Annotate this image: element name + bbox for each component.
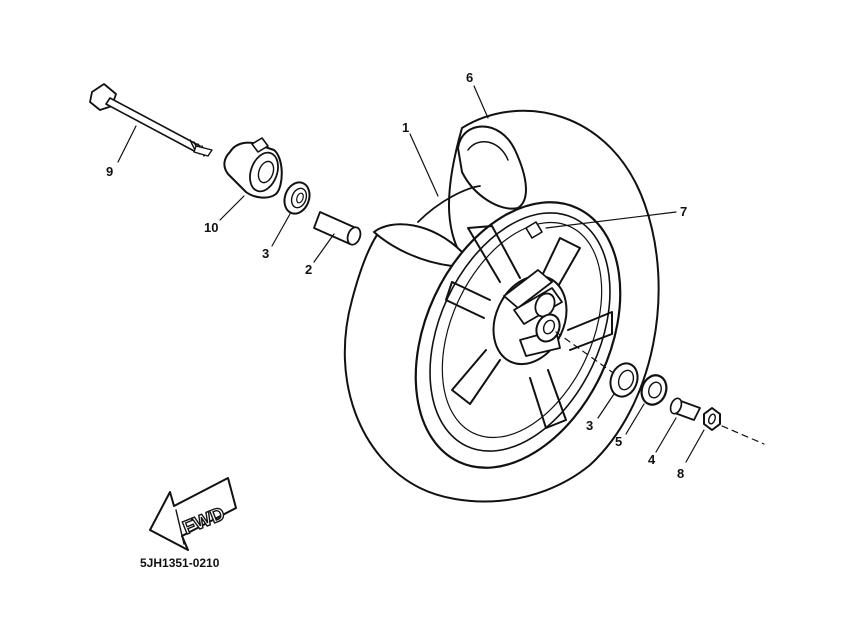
diagram-part-number: 5JH1351-0210 <box>140 556 220 570</box>
callout-5: 5 <box>615 434 622 449</box>
callout-2: 2 <box>305 262 312 277</box>
leader-lines <box>117 85 705 463</box>
fwd-arrow: FWD <box>149 477 237 551</box>
bearing-right <box>609 362 639 398</box>
collar-right <box>669 397 701 421</box>
axle-bolt <box>89 83 213 157</box>
callout-labels: 1 2 3 3 4 5 6 7 8 9 10 <box>106 70 687 481</box>
gear-unit <box>223 137 283 199</box>
callout-9: 9 <box>106 164 113 179</box>
collar-left <box>313 211 362 246</box>
wheel-rim <box>414 185 622 469</box>
callout-4: 4 <box>648 452 656 467</box>
callout-3-left: 3 <box>262 246 269 261</box>
axle-nut <box>703 407 721 431</box>
callout-10: 10 <box>204 220 218 235</box>
callout-8: 8 <box>677 466 684 481</box>
callout-6: 6 <box>466 70 473 85</box>
callout-3-right: 3 <box>586 418 593 433</box>
axis-line <box>555 331 765 445</box>
callout-7: 7 <box>680 204 687 219</box>
callout-1: 1 <box>402 120 409 135</box>
bearing-left <box>283 181 311 215</box>
oil-seal <box>640 374 668 406</box>
